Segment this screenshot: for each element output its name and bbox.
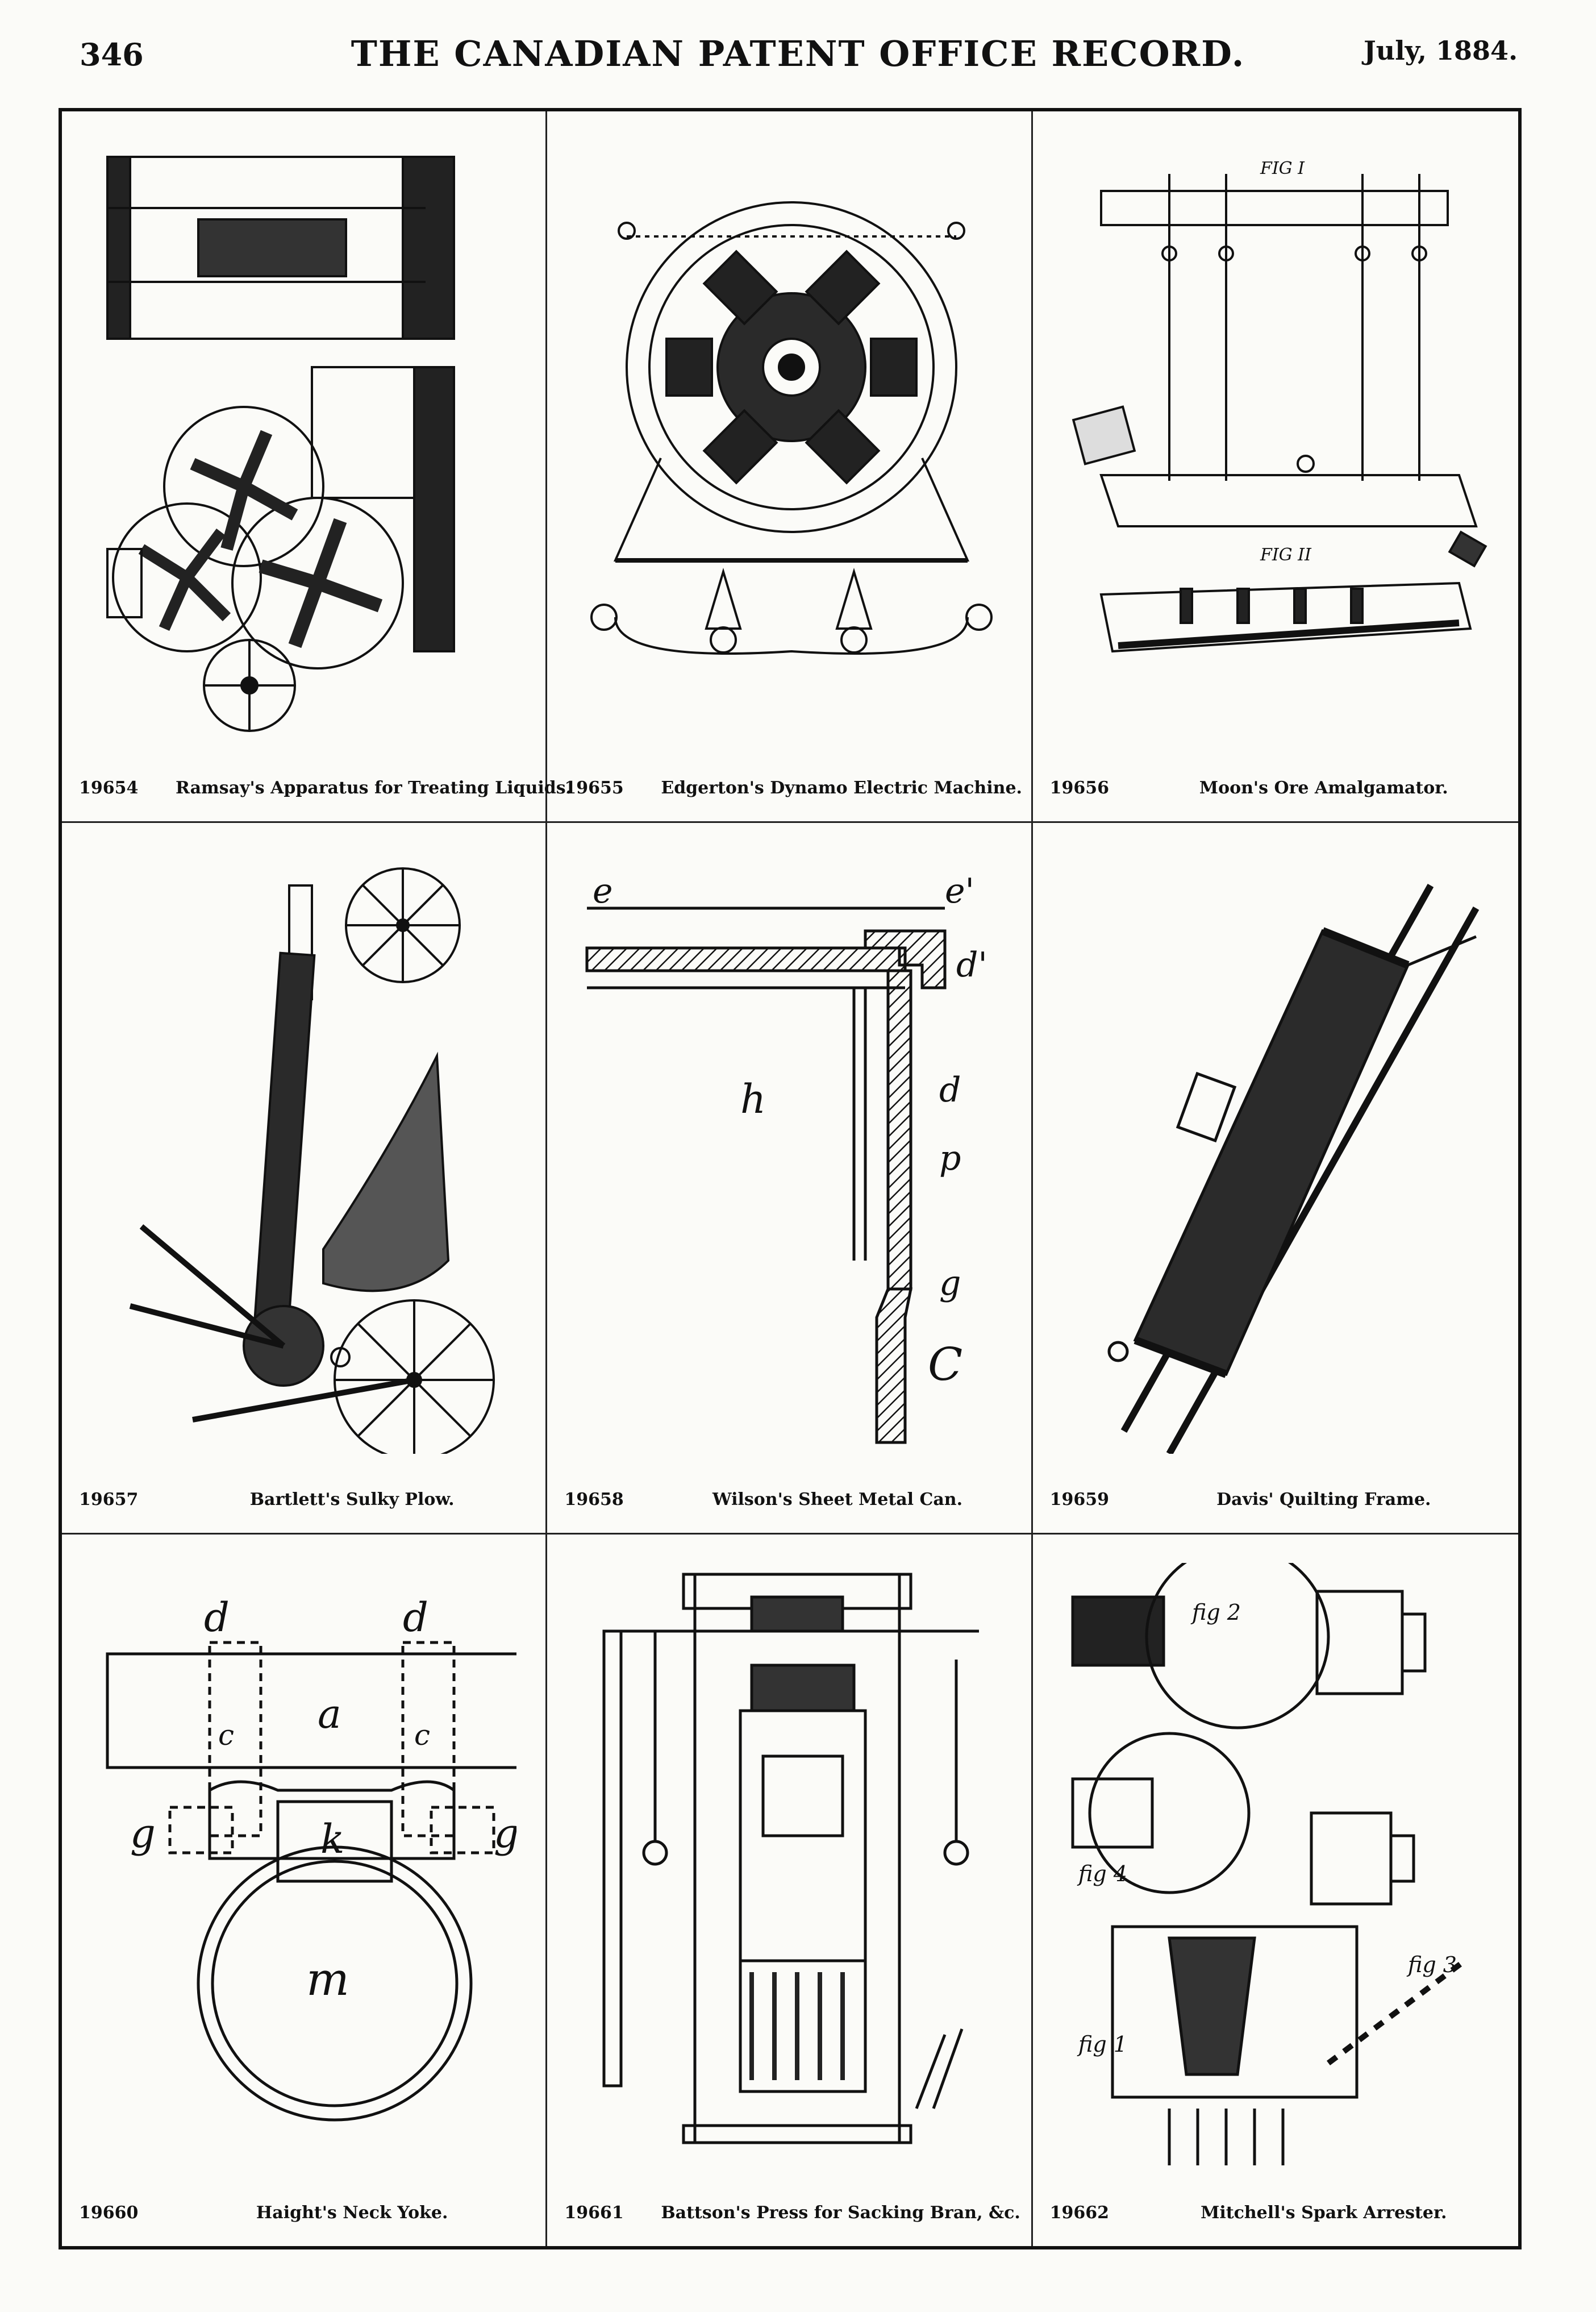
wilson-label-e: e — [593, 871, 613, 911]
plate-cell: 19661 Battson's Press for Sacking Bran, … — [547, 1535, 1033, 2246]
plate-cell: 19659 Davis' Quilting Frame. — [1032, 823, 1518, 1535]
haight-label-k: k — [320, 1816, 344, 1862]
wilson-label-p: p — [939, 1138, 961, 1178]
plate-title: Haight's Neck Yoke. — [256, 2203, 448, 2223]
plate-title: Wilson's Sheet Metal Can. — [712, 1490, 963, 1510]
moon-fig-2-label: FIG II — [1260, 545, 1312, 565]
plate-title: Bartlett's Sulky Plow. — [249, 1490, 455, 1510]
plate-caption: 19654 Ramsay's Apparatus for Treating Li… — [79, 772, 572, 806]
plate-title: Mitchell's Spark Arrester. — [1201, 2203, 1447, 2223]
battson-press-drawing — [581, 1563, 1002, 2165]
plate-caption: 19662 Mitchell's Spark Arrester. — [1050, 2197, 1501, 2231]
issue-date: July, 1884. — [1364, 35, 1518, 66]
plate-caption: 19657 Bartlett's Sulky Plow. — [79, 1484, 528, 1518]
davis-quilting-frame-drawing — [1067, 851, 1487, 1456]
wilson-label-c: C — [928, 1338, 962, 1391]
plate-number: 19656 — [1049, 778, 1110, 798]
haight-label-m: m — [306, 1953, 349, 2006]
plate-title: Moon's Ore Amalgamator. — [1199, 778, 1448, 798]
haight-label-a: a — [318, 1691, 341, 1737]
haight-label-c-right: c — [414, 1719, 430, 1752]
page-header: 346 THE CANADIAN PATENT OFFICE RECORD. J… — [0, 0, 1596, 102]
plate-title: Davis' Quilting Frame. — [1216, 1490, 1431, 1510]
plate-cell: 19657 Bartlett's Sulky Plow. — [62, 823, 548, 1535]
haight-neck-yoke-drawing: d d a c c g g k m — [96, 1563, 552, 2165]
plate-caption: 19656 Moon's Ore Amalgamator. — [1050, 772, 1501, 806]
haight-label-d-left: d — [204, 1594, 230, 1641]
plate-frame: 19654 Ramsay's Apparatus for Treating Li… — [59, 108, 1522, 2249]
plate-number: 19654 — [79, 778, 139, 798]
plate-number: 19661 — [564, 2203, 624, 2223]
plate-cell: 19655 Edgerton's Dynamo Electric Machine… — [547, 111, 1033, 823]
plate-caption: 19655 Edgerton's Dynamo Electric Machine… — [564, 772, 1022, 806]
moon-amalgamator-drawing: FIG I FIG II — [1067, 140, 1487, 742]
journal-title: THE CANADIAN PATENT OFFICE RECORD. — [351, 33, 1245, 74]
plate-cell: FIG I FIG II — [1032, 111, 1518, 823]
wilson-label-d-prime: d' — [956, 945, 987, 985]
plate-caption: 19659 Davis' Quilting Frame. — [1050, 1484, 1501, 1518]
plate-number: 19659 — [1049, 1490, 1110, 1510]
wilson-label-h: h — [740, 1076, 766, 1122]
plate-cell: fig 2 fig 4 fig 3 fig 1 19662 Mitchell's… — [1033, 1535, 1518, 2246]
edgerton-dynamo-drawing — [581, 140, 1002, 742]
wilson-label-g: g — [939, 1263, 961, 1303]
wilson-sheet-metal-can-drawing: e e' d' h d p g C — [581, 851, 1002, 1454]
haight-label-g-left: g — [130, 1810, 156, 1857]
moon-fig-1-label: FIG I — [1260, 159, 1305, 178]
plate-cell: d d a c c g g k m 19660 Haight's Neck Yo… — [62, 1535, 552, 2246]
page-number: 346 — [80, 36, 144, 73]
plate-title: Battson's Press for Sacking Bran, &c. — [661, 2203, 1020, 2223]
mitchell-spark-arrester-drawing: fig 2 fig 4 fig 3 fig 1 — [1067, 1544, 1487, 2165]
plate-caption: 19661 Battson's Press for Sacking Bran, … — [564, 2197, 1020, 2231]
plate-grid: 19654 Ramsay's Apparatus for Treating Li… — [62, 111, 1518, 2246]
plate-title: Edgerton's Dynamo Electric Machine. — [661, 778, 1022, 798]
haight-label-d-right: d — [403, 1594, 428, 1641]
mitchell-fig-4-label: fig 4 — [1077, 1861, 1127, 1886]
mitchell-fig-2-label: fig 2 — [1190, 1600, 1241, 1625]
plate-number: 19655 — [564, 778, 624, 798]
plate-title: Ramsay's Apparatus for Treating Liquids. — [176, 778, 572, 798]
plate-caption: 19660 Haight's Neck Yoke. — [79, 2197, 528, 2231]
plate-number: 19657 — [79, 1490, 139, 1510]
wilson-label-e-prime: e' — [945, 871, 974, 911]
wilson-label-d: d — [939, 1070, 961, 1110]
bartlett-sulky-plow-drawing — [96, 851, 516, 1461]
plate-caption: 19658 Wilson's Sheet Metal Can. — [564, 1484, 1014, 1518]
mitchell-fig-3-label: fig 3 — [1406, 1952, 1457, 1977]
plate-cell: 19654 Ramsay's Apparatus for Treating Li… — [62, 111, 572, 823]
plate-cell: e e' d' h d p g C 19658 Wilson's Sheet M… — [547, 823, 1033, 1535]
plate-number: 19660 — [79, 2203, 139, 2223]
plate-number: 19662 — [1049, 2203, 1110, 2223]
ramsay-apparatus-drawing — [96, 140, 516, 742]
mitchell-fig-1-label: fig 1 — [1077, 2032, 1127, 2057]
haight-label-g-right: g — [494, 1810, 516, 1857]
plate-number: 19658 — [564, 1490, 624, 1510]
haight-label-c-left: c — [218, 1719, 234, 1752]
